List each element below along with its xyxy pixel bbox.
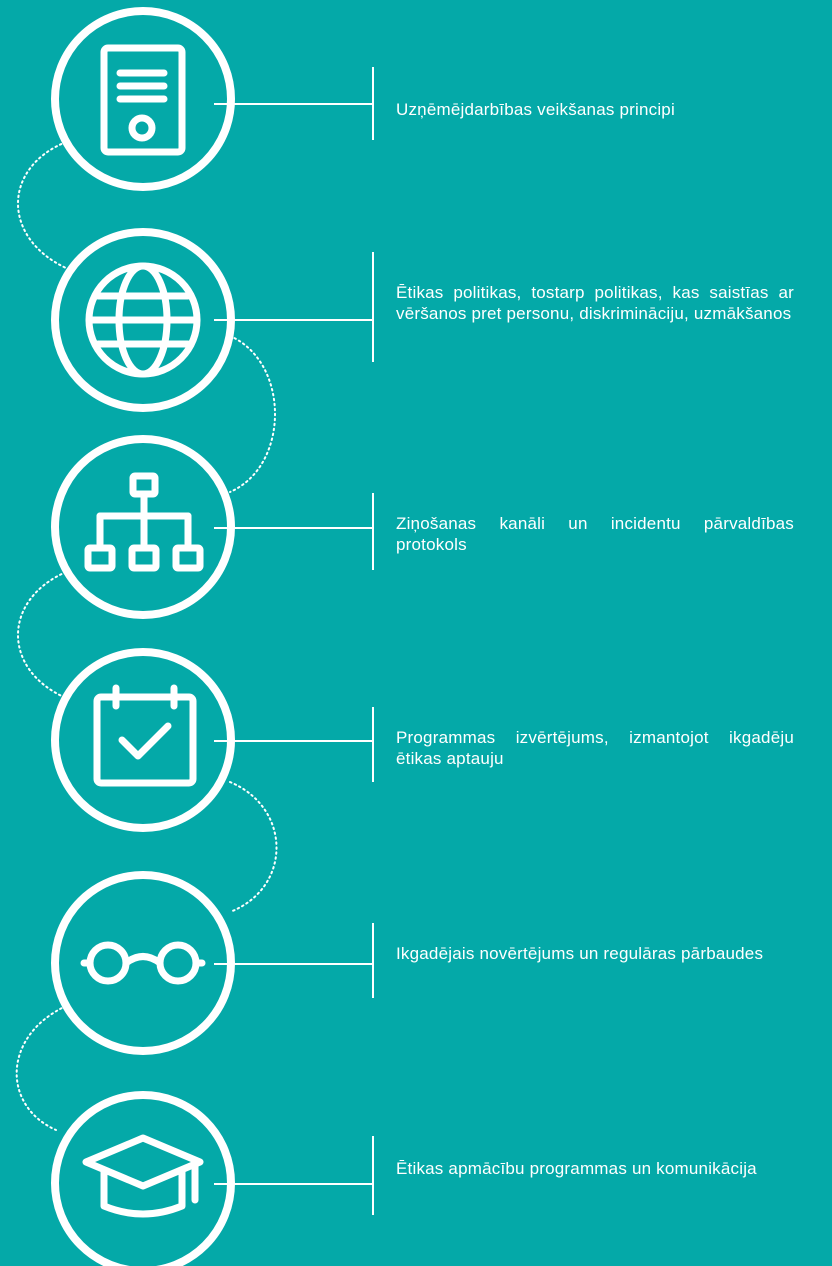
graduation-cap-icon [82, 1134, 204, 1218]
certificate-document-icon [100, 44, 186, 156]
step-3-label: Ziņošanas kanāli un incidentu pārvaldība… [396, 514, 794, 554]
glasses-icon [80, 941, 206, 985]
connector-line [214, 1183, 374, 1185]
connector-5 [15, 1005, 67, 1131]
step-6: Ētikas apmācību programmas un komunikāci… [214, 1136, 794, 1215]
divider-line [372, 1136, 374, 1215]
divider-line [372, 923, 374, 998]
connector-line [214, 527, 374, 529]
step-1-circle [51, 7, 235, 191]
connector-line [214, 319, 374, 321]
connector-2 [229, 335, 276, 493]
step-2-label: Ētikas politikas, tostarp politikas, kas… [396, 283, 794, 323]
step-1: Uzņēmējdarbības veikšanas principi [214, 67, 794, 140]
step-3: Ziņošanas kanāli un incidentu pārvaldība… [214, 493, 794, 570]
connector-line [214, 740, 374, 742]
divider-line [372, 252, 374, 362]
org-chart-icon [84, 472, 204, 572]
step-4: Programmas izvērtējums, izmantojot ikgad… [214, 707, 794, 782]
step-1-label: Uzņēmējdarbības veikšanas principi [396, 100, 675, 119]
step-5-label: Ikgadējais novērtējums un regulāras pārb… [396, 944, 764, 963]
step-6-label: Ētikas apmācību programmas un komunikāci… [396, 1159, 757, 1178]
divider-line [372, 707, 374, 782]
connector-line [214, 103, 374, 105]
step-5: Ikgadējais novērtējums un regulāras pārb… [214, 923, 794, 998]
step-4-label: Programmas izvērtējums, izmantojot ikgad… [396, 728, 794, 768]
divider-line [372, 67, 374, 140]
connector-4 [229, 781, 278, 913]
globe-icon [85, 262, 201, 378]
connector-line [214, 963, 374, 965]
divider-line [372, 493, 374, 570]
calendar-check-icon [93, 684, 197, 787]
step-2: Ētikas politikas, tostarp politikas, kas… [214, 252, 794, 362]
